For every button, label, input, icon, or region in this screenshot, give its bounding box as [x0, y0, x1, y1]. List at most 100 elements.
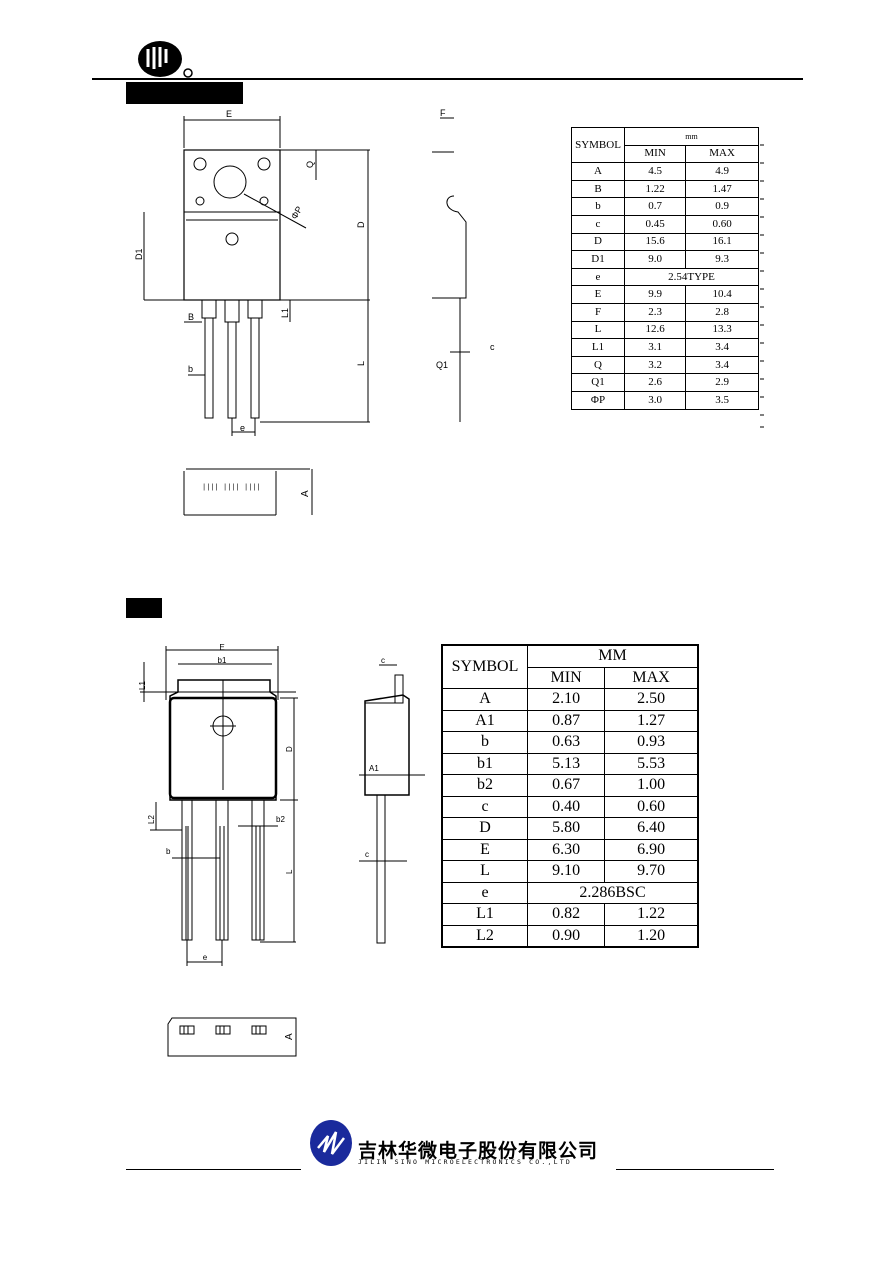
table-cell: 0.7	[623, 197, 687, 216]
table-cell: 0.87	[526, 709, 606, 732]
table-cell: 1.22	[623, 179, 687, 199]
table-cell: 9.3	[685, 250, 759, 269]
dim-label-c-bottom: c	[365, 850, 369, 859]
table-cell: b	[571, 197, 625, 216]
table-cell: b	[441, 731, 528, 754]
package1-side-view: F c Q1	[432, 108, 495, 422]
table-cell: 1.20	[604, 924, 699, 948]
table2-header-symbol: SYMBOL	[441, 644, 528, 689]
dim-label-E: E	[226, 109, 232, 119]
package1-bottom-view: |||| |||| |||| A	[183, 468, 313, 516]
svg-text:|||| |||| ||||: |||| |||| ||||	[202, 484, 261, 492]
table-cell: E	[571, 285, 625, 304]
table-cell: 0.90	[526, 924, 606, 948]
table-cell: 1.22	[604, 903, 699, 926]
dim-label-Q1: Q1	[436, 360, 448, 370]
table-header-unit: mm	[624, 127, 759, 146]
table-cell: A	[571, 162, 625, 181]
header-rule	[92, 78, 803, 80]
dim-label-e: e	[240, 423, 245, 433]
table-cell: 16.1	[685, 232, 759, 252]
table-cell: 15.6	[623, 232, 687, 252]
dim-label-A1: A1	[369, 764, 379, 773]
table-header-max: MAX	[685, 144, 759, 164]
table-cell: ΦP	[571, 390, 625, 410]
table-cell: 5.13	[526, 752, 606, 775]
table-cell: 12.6	[623, 320, 687, 340]
dim-label-b2: b2	[276, 815, 285, 824]
table-cell: E	[441, 838, 528, 861]
table-cell: 0.82	[526, 903, 606, 926]
package1-front-view: E Q ΦP D D1 B L1 b L e	[134, 109, 370, 436]
dim-label-c-top: c	[381, 656, 385, 665]
table-cell: 3.0	[623, 390, 687, 410]
table-cell: c	[441, 795, 528, 818]
table-cell: e	[441, 881, 528, 904]
dim-label-b1: b1	[218, 656, 227, 665]
table2-header-min: MIN	[526, 666, 606, 689]
table-cell: L	[441, 860, 528, 883]
table-cell: F	[571, 302, 625, 322]
table-cell: 3.1	[623, 338, 687, 357]
table-cell: 0.45	[623, 214, 687, 234]
table2-header-unit: MM	[527, 644, 699, 668]
package2-front-view: E b1 L1 D L2 b2 b L e	[138, 643, 298, 966]
company-name-en: JILIN SINO MICROELECTRONICS CO.,LTD	[358, 1158, 572, 1166]
dim-label-b: b	[188, 364, 193, 374]
table-cell: D1	[571, 250, 625, 269]
company-name-cn: 吉林华微电子股份有限公司	[358, 1140, 599, 1162]
table-cell: b1	[441, 752, 528, 775]
dim-label-A-p1: A	[300, 490, 311, 497]
table-cell: b2	[441, 774, 528, 797]
dim-label-B: B	[188, 312, 194, 322]
footer-logo-icon	[310, 1120, 352, 1166]
table-header-symbol: SYMBOL	[571, 126, 625, 164]
dim-label-phiP: ΦP	[289, 205, 304, 221]
table-cell: 2.10	[526, 688, 606, 711]
table-cell: L1	[441, 903, 528, 926]
dim-label-F: F	[440, 108, 446, 118]
table-cell: 2.9	[685, 373, 759, 392]
table-cell: 2.54TYPE	[624, 267, 759, 287]
table-header-min: MIN	[623, 144, 687, 164]
table-cell: 2.3	[623, 302, 687, 322]
table-cell: 6.30	[526, 838, 606, 861]
table-cell: D	[571, 232, 625, 252]
table-cell: A1	[441, 709, 528, 732]
table-cell: 13.3	[685, 320, 759, 340]
table-cell: Q	[571, 355, 625, 375]
table-cell: L2	[441, 924, 528, 948]
table-cell: 3.4	[685, 338, 759, 357]
table-cell: 9.9	[623, 285, 687, 304]
table-cell: 0.40	[526, 795, 606, 818]
table-cell: 1.47	[685, 179, 759, 199]
table-cell: c	[571, 214, 625, 234]
footer-rule-left	[126, 1169, 301, 1170]
table-cell: 5.80	[526, 817, 606, 840]
table-cell: 0.60	[604, 795, 699, 818]
table-cell: e	[571, 267, 625, 287]
dim-label-e-p2: e	[203, 953, 208, 962]
table1-tick-marks	[760, 144, 764, 428]
table-cell: A	[441, 688, 528, 711]
table-cell: 10.4	[685, 285, 759, 304]
table-cell: 1.00	[604, 774, 699, 797]
